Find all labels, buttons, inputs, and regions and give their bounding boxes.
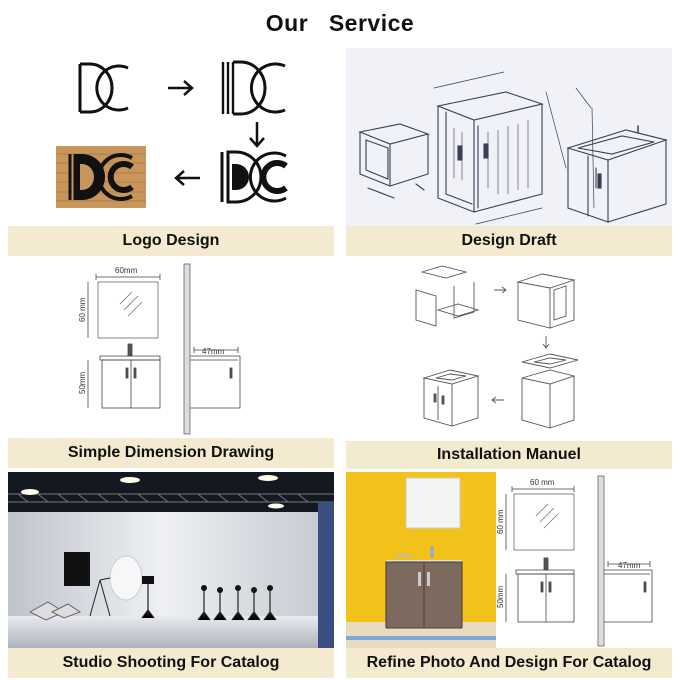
dimension-drawing-illustration: 60mm 60 mm 50mm 47mm <box>78 263 241 435</box>
refine-width-label: 60 mm <box>530 478 555 487</box>
page-title: Our Service <box>265 10 415 36</box>
width-dimension-label: 60mm <box>115 266 138 275</box>
mirror-height-label: 60 mm <box>78 297 87 322</box>
arrow-left-icon <box>174 170 200 186</box>
logo-draft-2 <box>221 60 286 116</box>
refine-mirror-height-label: 60 mm <box>496 509 505 534</box>
logo-process-illustration <box>56 60 288 208</box>
refine-photo-panel: 60 mm 60 mm 50mm 47mm <box>346 472 672 648</box>
hand-sketch-illustration <box>358 71 668 225</box>
logo-draft-3 <box>220 150 288 204</box>
installation-steps-illustration <box>415 265 579 429</box>
refine-depth-label: 47mm <box>618 561 641 570</box>
installation-manual-panel <box>346 260 672 438</box>
design-draft-panel <box>346 48 672 226</box>
refine-cabinet-height-label: 50mm <box>496 585 505 608</box>
caption-logo-design: Logo Design <box>8 226 334 256</box>
caption-design-draft: Design Draft <box>346 226 672 256</box>
arrow-right-icon <box>168 80 194 96</box>
caption-installation-manual: Installation Manuel <box>346 441 672 469</box>
caption-studio-shooting: Studio Shooting For Catalog <box>8 648 334 678</box>
caption-dimension-drawing: Simple Dimension Drawing <box>8 438 334 468</box>
dimension-drawing-panel: 60mm 60 mm 50mm 47mm <box>8 260 334 438</box>
wood-logo-sample <box>56 146 146 208</box>
arrow-down-icon <box>249 122 265 148</box>
logo-design-panel <box>8 48 334 226</box>
studio-shooting-panel <box>8 472 334 648</box>
caption-refine-photo: Refine Photo And Design For Catalog <box>346 648 672 678</box>
studio-photo-illustration <box>8 472 334 648</box>
logo-draft-1 <box>78 62 129 114</box>
depth-dimension-label: 47mm <box>202 347 225 356</box>
cabinet-height-label: 50mm <box>78 371 87 394</box>
refine-photo-illustration: 60 mm 60 mm 50mm 47mm <box>346 472 672 648</box>
